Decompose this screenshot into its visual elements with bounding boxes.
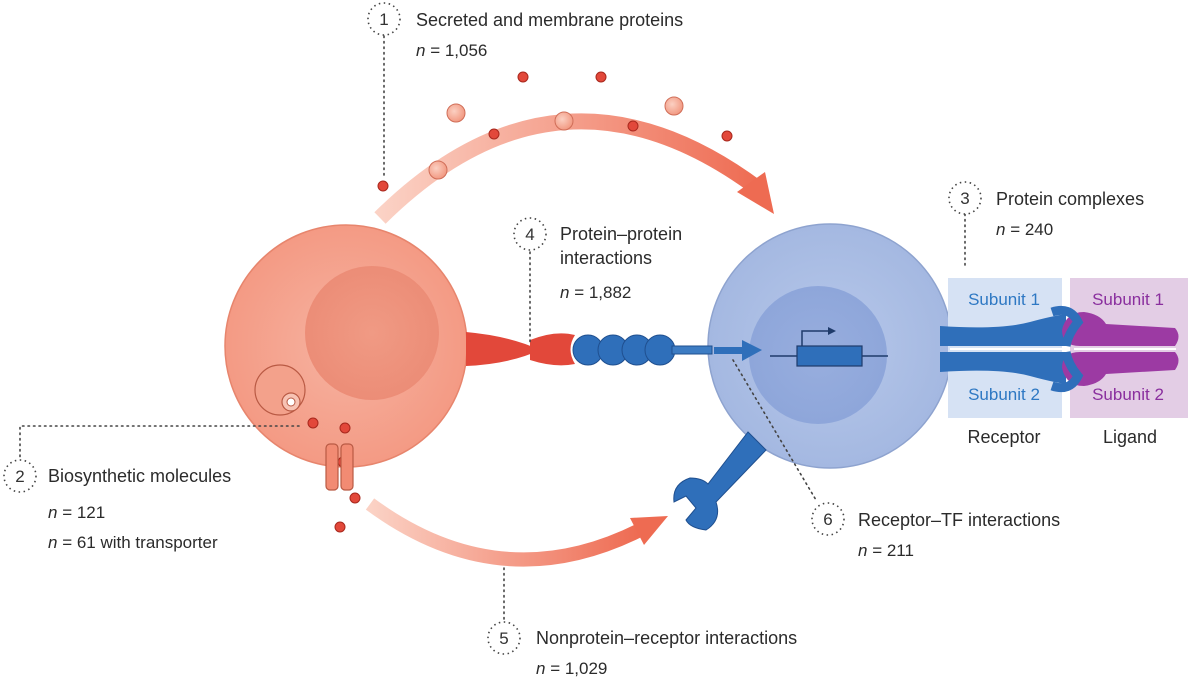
ligand-caption: Ligand (1103, 427, 1157, 447)
red-ligand-protein (466, 332, 575, 366)
leader-lines (19, 35, 966, 621)
receptor-subunit1-label: Subunit 1 (968, 290, 1040, 309)
badge-6: 6 (811, 502, 845, 536)
badge-4: 4 (513, 217, 547, 251)
badge-1: 1 (367, 2, 401, 36)
svg-text:4: 4 (525, 225, 534, 244)
callout-5-count: n = 1,029 (536, 659, 607, 678)
svg-text:5: 5 (499, 629, 508, 648)
callout-5-title: Nonprotein–receptor interactions (536, 628, 797, 648)
callout-6-count: n = 211 (858, 541, 914, 560)
callout-4-count: n = 1,882 (560, 283, 631, 302)
receptor-caption: Receptor (967, 427, 1040, 447)
svg-text:6: 6 (823, 510, 832, 529)
callout-3-count: n = 240 (996, 220, 1053, 239)
svg-text:2: 2 (15, 467, 24, 486)
signal-arrow (714, 340, 762, 361)
callout-2-count: n = 121 (48, 503, 105, 522)
callout-4-title-line2: interactions (560, 248, 652, 268)
ligand-complex (1050, 305, 1179, 393)
svg-text:1: 1 (379, 10, 388, 29)
badge-5: 5 (487, 621, 521, 655)
svg-text:3: 3 (960, 189, 969, 208)
transporter-channel (325, 443, 354, 491)
callout-2-title: Biosynthetic molecules (48, 466, 231, 486)
secreted-particles (377, 71, 733, 192)
callout-1-count: n = 1,056 (416, 41, 487, 60)
receptor-complex (940, 314, 1068, 384)
callout-4-title-line1: Protein–protein (560, 224, 682, 244)
nonprotein-arrow (365, 498, 668, 567)
ligand-subunit1-label: Subunit 1 (1092, 290, 1164, 309)
callout-3-title: Protein complexes (996, 189, 1144, 209)
callout-6-title: Receptor–TF interactions (858, 510, 1060, 530)
blue-receptor-protein (572, 334, 713, 366)
ligand-subunit2-label: Subunit 2 (1092, 385, 1164, 404)
callout-1-title: Secreted and membrane proteins (416, 10, 683, 30)
badge-3: 3 (948, 181, 982, 215)
callout-2-count-transporter: n = 61 with transporter (48, 533, 218, 552)
gene-icon (770, 327, 888, 367)
badge-2: 2 (3, 459, 37, 493)
wrench-receptor (673, 431, 767, 531)
receptor-subunit2-label: Subunit 2 (968, 385, 1040, 404)
